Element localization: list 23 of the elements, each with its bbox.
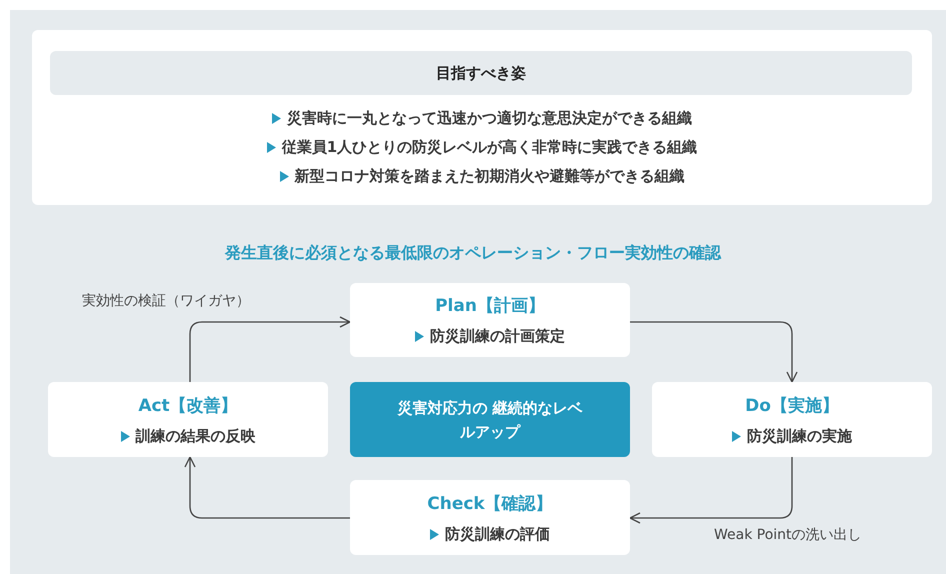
arrow (629, 457, 793, 524)
arrow (184, 456, 350, 519)
card-panel (32, 30, 932, 205)
bullet-text: 新型コロナ対策を踏まえた初期消火や避難等ができる組織 (294, 167, 684, 186)
box-title: Do【実施】 (745, 394, 839, 416)
box-title: Act【改善】 (138, 394, 238, 416)
process-box (48, 382, 328, 457)
bullet-text: 防災訓練の実施 (747, 426, 852, 446)
bullet-text: 従業員1人ひとりの防災レベルが高く非常時に実践できる組織 (282, 138, 698, 157)
bullet-text: 災害時に一丸となって迅速かつ適切な意思決定ができる組織 (287, 109, 692, 128)
heading: 発生直後に必須となる最低限のオペレーション・フロー実効性の確認 (224, 243, 722, 264)
process-box (350, 480, 630, 555)
arrow (189, 316, 351, 382)
heading-band: 目指すべき姿 (50, 51, 912, 95)
box-title: Check【確認】 (427, 492, 553, 514)
arrow (630, 321, 798, 383)
bullet-text: 訓練の結果の反映 (136, 426, 256, 446)
process-box (652, 382, 932, 457)
bullet-text: 防災訓練の計画策定 (430, 327, 565, 346)
bullet-text: 防災訓練の評価 (445, 524, 550, 544)
center-box: 災害対応力の 継続的なレベルアップ (350, 382, 630, 457)
box-title: Plan【計画】 (435, 295, 545, 317)
process-box (350, 283, 630, 357)
